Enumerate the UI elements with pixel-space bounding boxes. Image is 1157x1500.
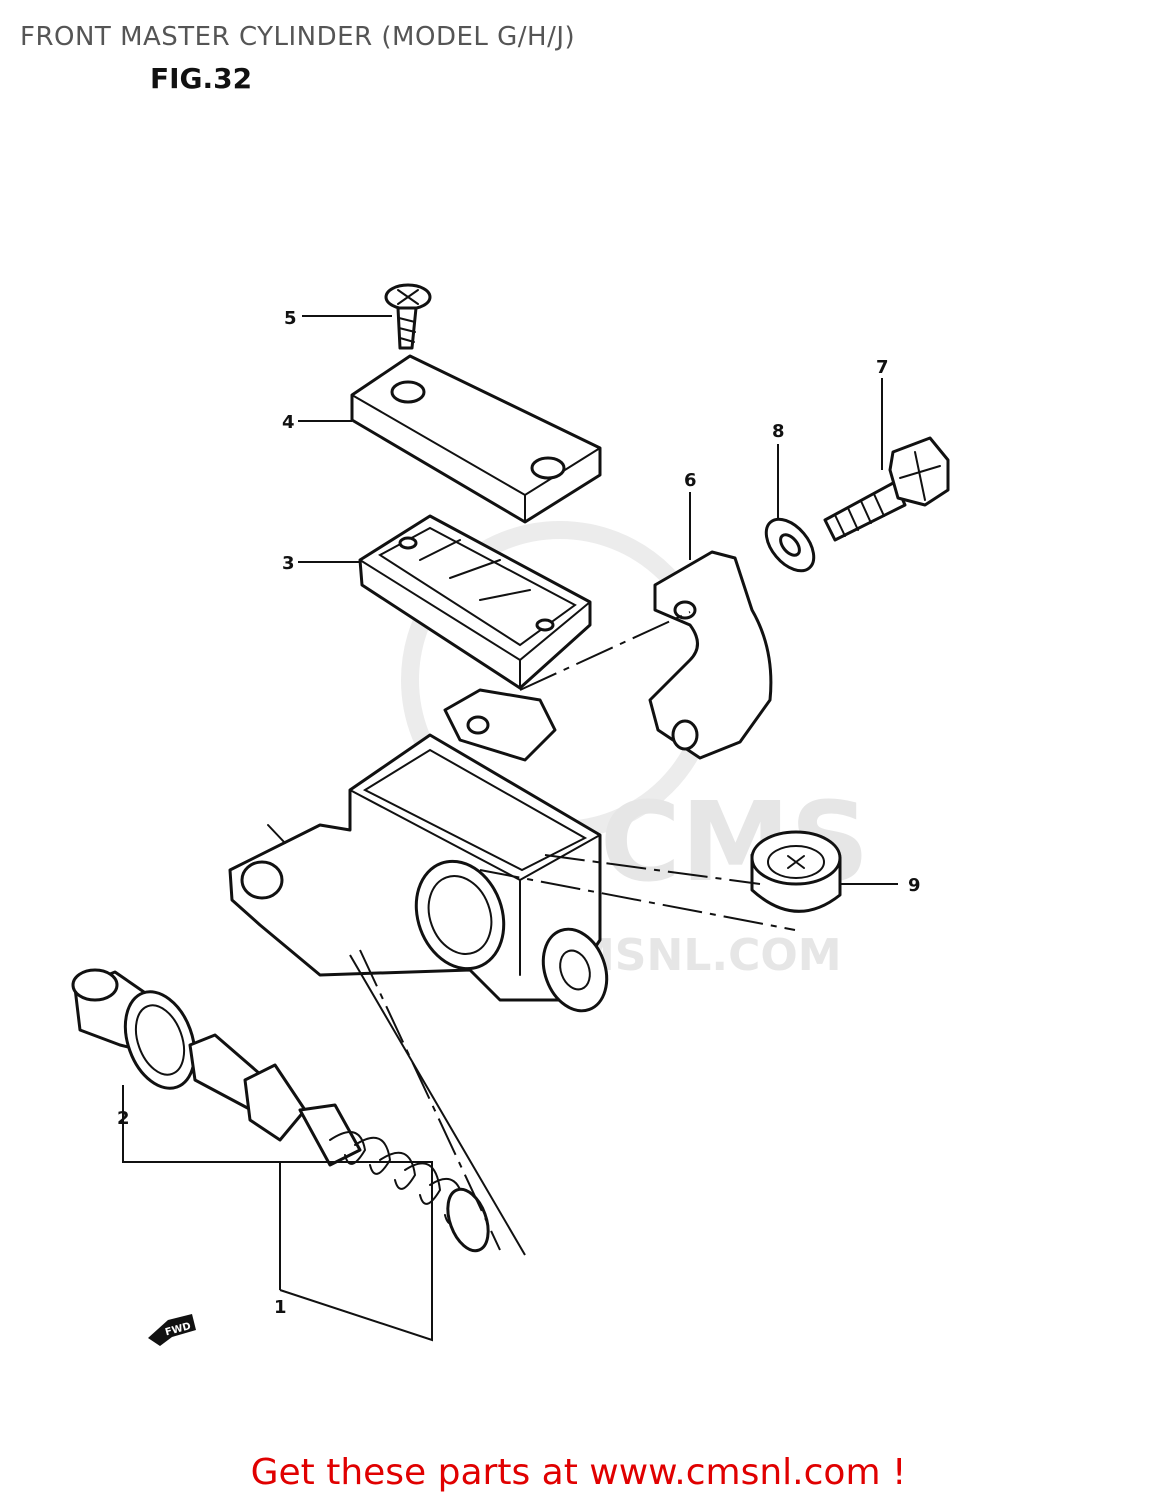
master-cylinder-body[interactable] [228,688,618,1020]
callout-5: 5 [284,308,297,329]
page-title: FRONT MASTER CYLINDER (MODEL G/H/J) [20,22,576,52]
callout-7: 7 [876,357,889,378]
part-4-reservoir-cap[interactable] [350,354,602,524]
callout-3: 3 [282,553,295,574]
part-8-washer[interactable] [757,510,823,579]
callout-6: 6 [684,470,697,491]
piston-assembly[interactable] [71,968,496,1256]
fwd-direction-badge: FWD [148,1314,196,1346]
callout-labels: 5 4 3 6 8 7 9 2 1 [117,308,921,1318]
part-9-boot[interactable] [750,830,842,913]
callout-9: 9 [908,875,921,896]
alignment-lines [359,611,796,1251]
leader-lines [122,315,898,1342]
callout-4: 4 [282,412,295,433]
part-6-holder-clamp[interactable] [648,550,773,760]
cta-link-text[interactable]: Get these parts at www.cmsnl.com ! [250,1452,907,1493]
part-7-bolt[interactable] [823,436,950,542]
callout-2: 2 [117,1108,130,1129]
callout-8: 8 [772,421,785,442]
part-3-diaphragm[interactable] [358,514,592,690]
figure-number: FIG.32 [150,62,253,95]
part-5-screw[interactable] [384,283,432,350]
callout-1: 1 [274,1297,287,1318]
